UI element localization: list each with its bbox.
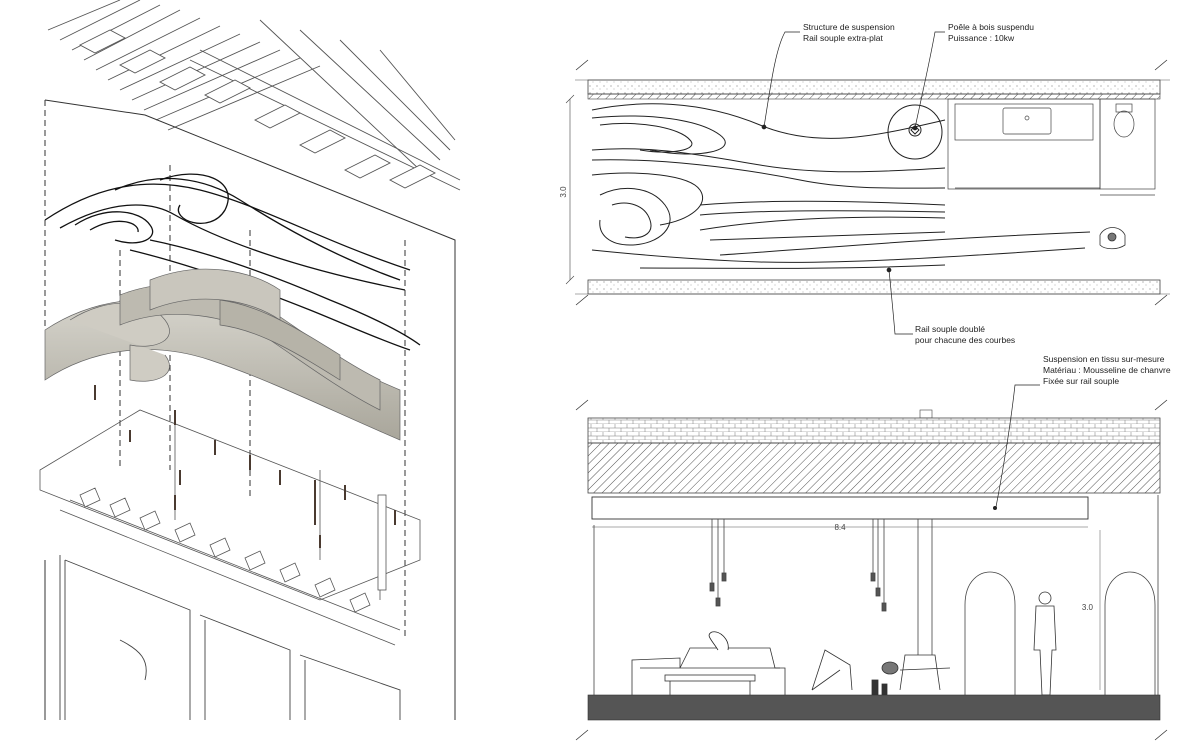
- plan-leaders: [761, 31, 945, 335]
- section-leader: [995, 384, 1040, 508]
- label-fabric-suspension: Suspension en tissu sur-mesure: [1043, 354, 1165, 364]
- section-floor: [587, 694, 1161, 721]
- plan-top-wall: [587, 79, 1161, 95]
- stove-icon: [887, 104, 943, 160]
- section-walls: [593, 495, 1159, 695]
- label-stove-power: Puissance : 10kw: [948, 33, 1015, 43]
- facade-windows: [59, 555, 401, 720]
- plan-rooms: [947, 98, 1156, 196]
- plan-height-dim: 3.0: [559, 186, 568, 198]
- pendant-lights: [94, 385, 396, 548]
- section-length-dim: 8.4: [834, 523, 846, 532]
- plan-bottom-wall: [587, 279, 1161, 295]
- label-rail-type: Rail souple extra-plat: [803, 33, 883, 43]
- label-fabric-material: Matériau : Mousseline de chanvre: [1043, 365, 1171, 375]
- human-figure-icon: [1033, 591, 1057, 696]
- label-double-rail-note: pour chacune des courbes: [915, 335, 1015, 345]
- fabric-ribbons: [44, 268, 401, 441]
- section-furniture: [631, 631, 951, 696]
- section-view: 8.4 3.0: [575, 354, 1171, 741]
- label-fabric-fixing: Fixée sur rail souple: [1043, 376, 1119, 386]
- armchair-icon: [1099, 227, 1126, 250]
- label-suspension-structure: Structure de suspension: [803, 22, 895, 32]
- roof-rafters: [47, 0, 461, 191]
- rail-curves: [44, 173, 421, 351]
- label-double-rail: Rail souple doublé: [915, 324, 985, 334]
- label-stove: Poêle à bois suspendu: [948, 22, 1034, 32]
- section-height-dim: 3.0: [1082, 603, 1094, 612]
- plan-rail-curves: [591, 103, 1091, 269]
- section-fabric-suspension: [591, 496, 1089, 520]
- section-roof-tiles: [587, 417, 1161, 444]
- section-pendant-lights: [709, 519, 887, 612]
- plan-view: 3.0: [559, 22, 1170, 345]
- section-floor-slab: [587, 442, 1161, 494]
- ceiling-frame: [39, 409, 421, 646]
- axonometric-view: [39, 0, 461, 720]
